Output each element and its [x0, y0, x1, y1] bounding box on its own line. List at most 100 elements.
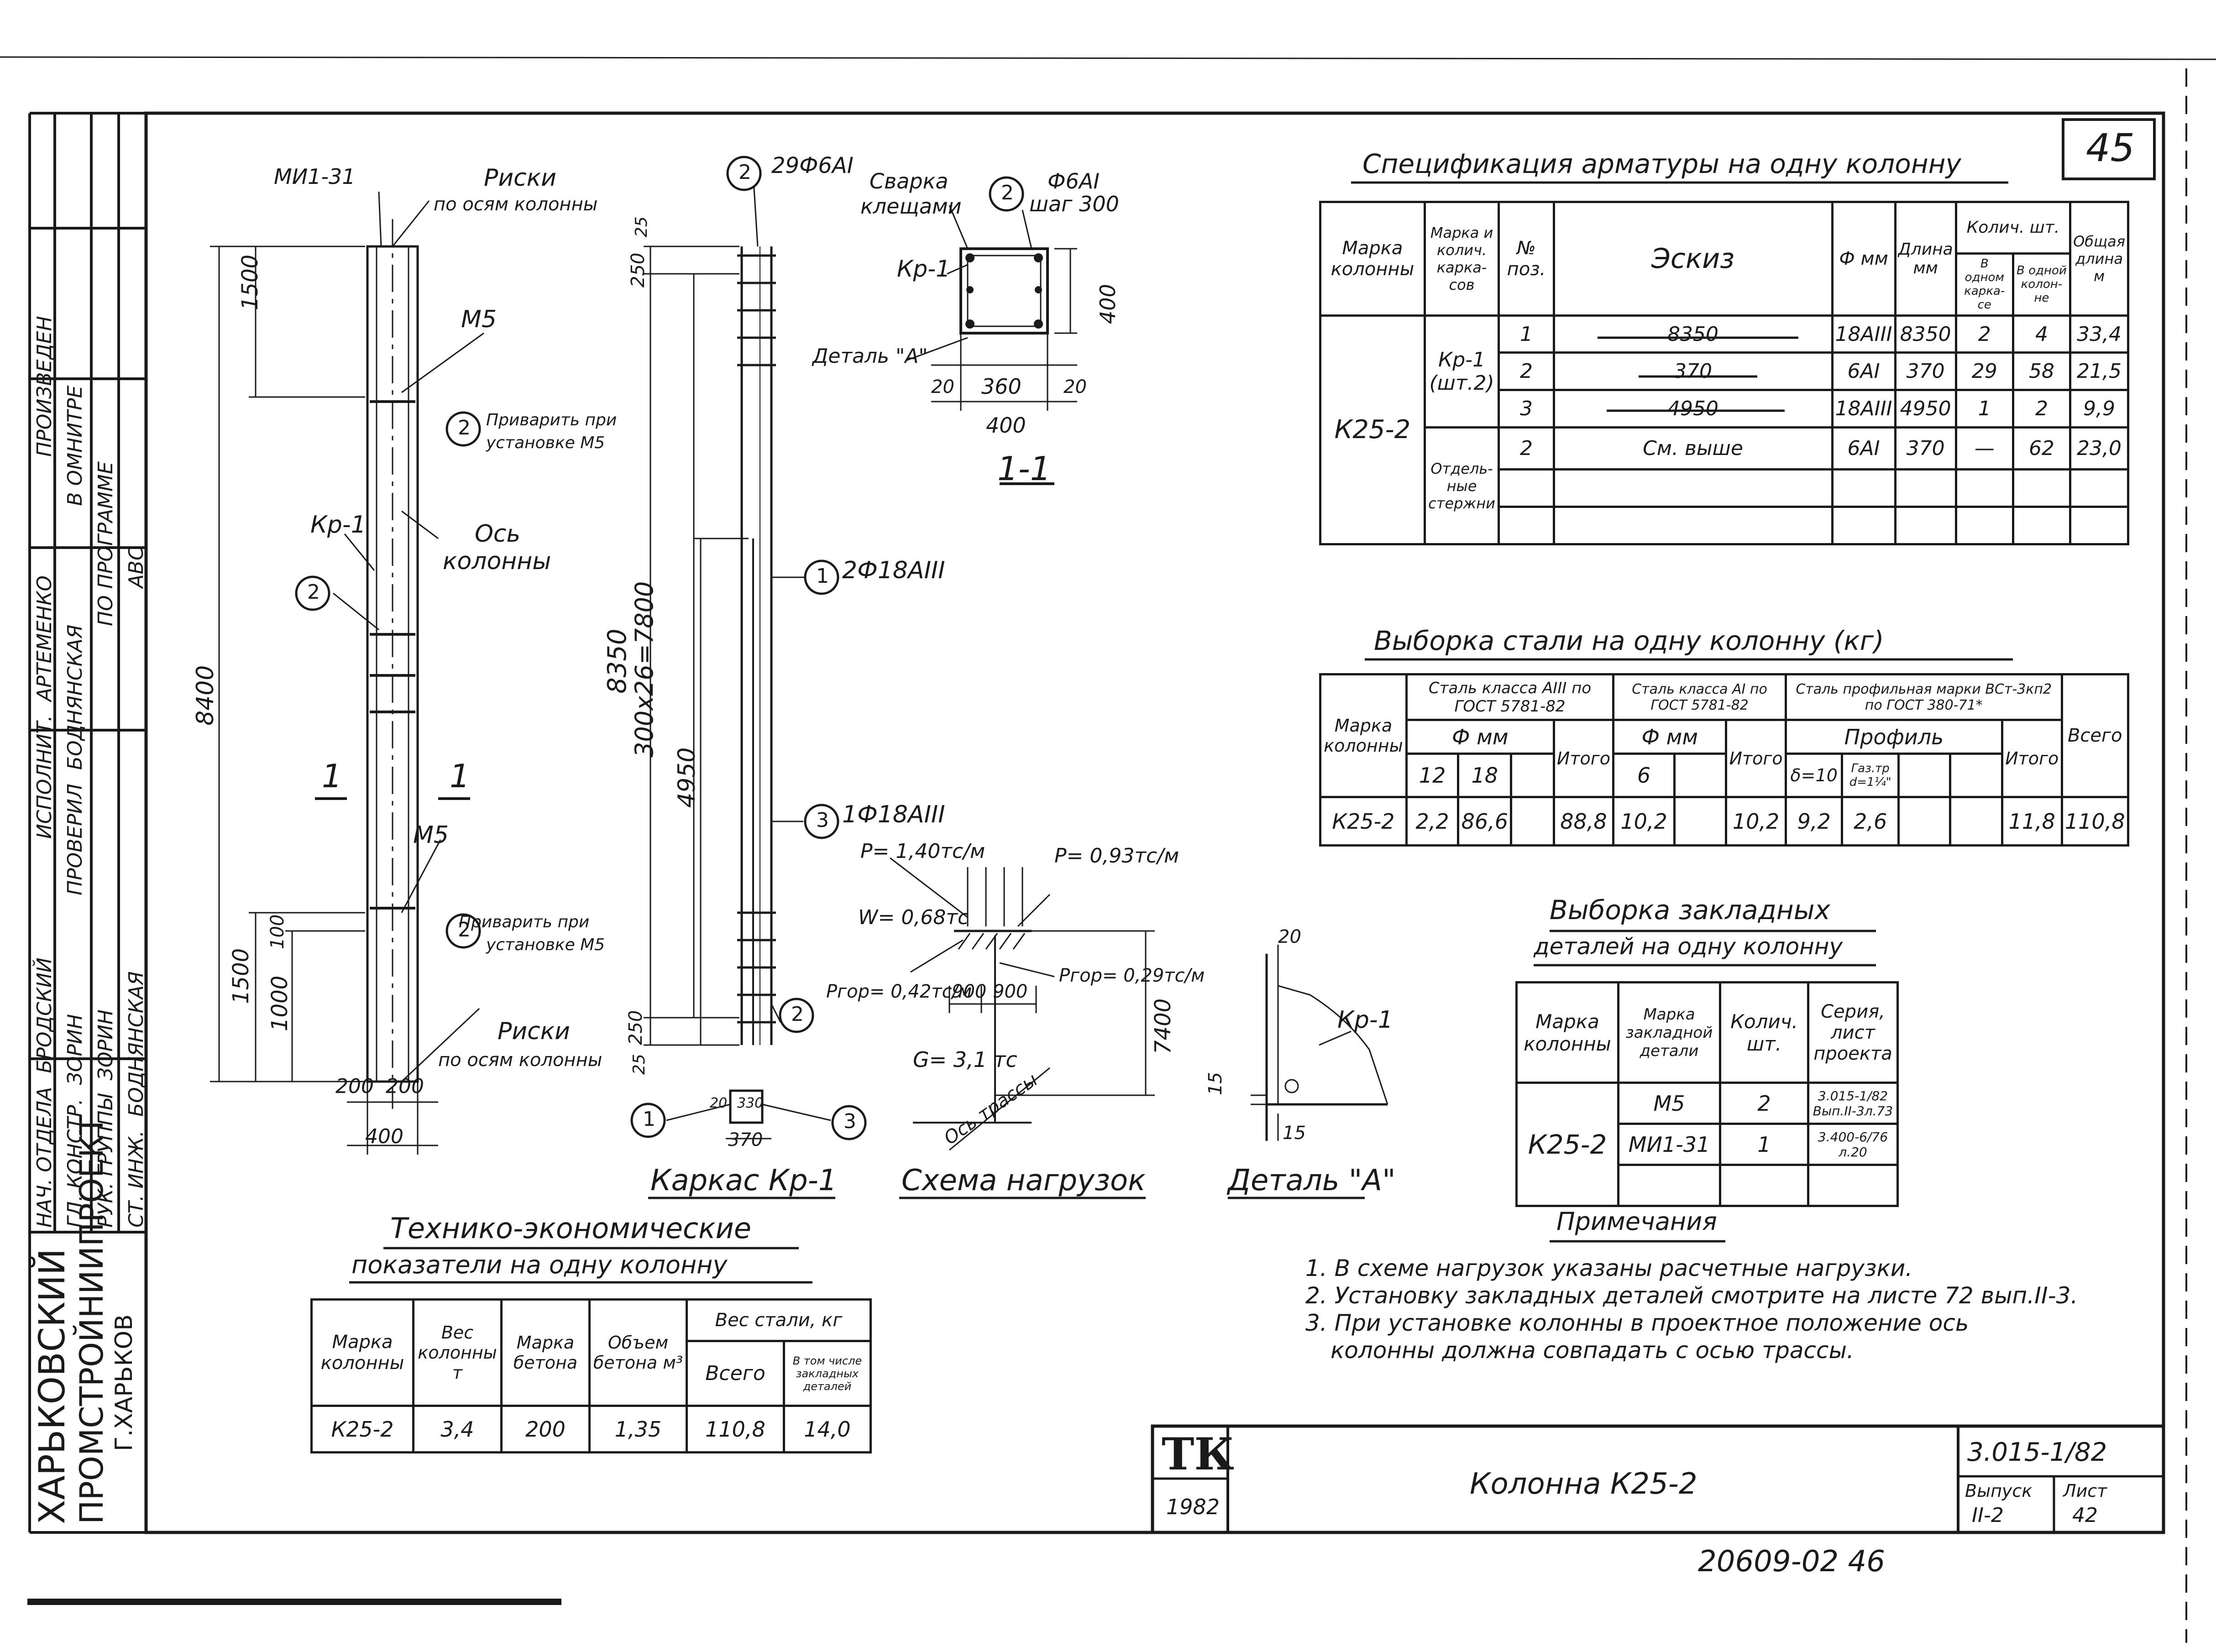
spec-r2-d: 6АI [1831, 351, 1896, 392]
cage-dim-250-top: 250 [628, 252, 649, 288]
sec-title: 1-1 [997, 450, 1051, 488]
spec-h-diameter: Ф мм [1831, 201, 1896, 317]
cage-dim-25-top: 25 [632, 216, 651, 237]
weld-bottom-2: установке М5 [486, 936, 605, 954]
note-1: 1. В схеме нагрузок указаны расчетные на… [1305, 1255, 1913, 1281]
spec-h-per-frame: В одном карка-се [1954, 252, 2014, 317]
drawing-title: Колонна К25-2 [1470, 1467, 1697, 1501]
role-senior-eng: СТ. ИНЖ. [125, 1130, 148, 1228]
steel-h-prof: Сталь профильная марки ВСт-3кп2 по ГОСТ … [1784, 673, 2063, 721]
role-chief-designer: ГЛ. КОНСТР. [63, 1098, 87, 1228]
tech-h-weight: Вес колонны т [412, 1298, 503, 1407]
spec-r1-d: 18АIII [1831, 314, 1896, 354]
cage-callout-top: 29Ф6АI [771, 153, 854, 178]
load-p2: P= 0,93тс/м [1054, 844, 1179, 868]
spec-r3-sketch: 4950 [1552, 389, 1834, 429]
load-dim-900-r: 900 [993, 981, 1028, 1002]
spec-r1-n2: 4 [2012, 314, 2072, 354]
steel-h-all: Всего [2060, 673, 2130, 799]
stamp-4: АВС [125, 546, 148, 588]
name-group-lead: ЗОРИН [94, 1009, 117, 1081]
spec-r2-n1: 29 [1954, 351, 2014, 392]
tech-r-mark: К25-2 [310, 1405, 414, 1453]
role-group-lead: РУК. ГРУППЫ [94, 1094, 117, 1228]
spec-r3-n1: 1 [1954, 389, 2014, 429]
spec-r4-pos: 2 [1498, 426, 1555, 471]
doc-code: 3.015-1/82 [1967, 1438, 2107, 1467]
cage-callout-low: 1Ф18АIII [842, 801, 945, 828]
spec-table-title: Спецификация арматуры на одну колонну [1362, 148, 1961, 179]
load-ptop-left: Pгор= 0,42тс/м [826, 981, 972, 1002]
cage-sec-bubble-1: 1 [643, 1108, 655, 1131]
steel-table: Марка колонны Сталь класса АIII по ГОСТ … [1319, 673, 2130, 847]
name-head-dept: БРОДСКИЙ [33, 957, 56, 1073]
column-bubble-2-bottom: 2 [458, 918, 471, 941]
load-g: G= 3,1 тс [913, 1047, 1017, 1072]
steel-h-12: 12 [1405, 753, 1460, 799]
spec-r1-total: 33,4 [2069, 314, 2129, 354]
steel-h-pipe: Газ.тр d=1¼" [1841, 753, 1900, 799]
spec-h-length: Длина мм [1894, 201, 1957, 317]
logo: ТК [1162, 1428, 1234, 1480]
risks-top-label: Риски [484, 164, 556, 192]
steel-r-total-1: 88,8 [1552, 796, 1615, 847]
note-3: 3. При установке колонны в проектное пол… [1305, 1310, 1969, 1336]
name-checked: БОДНЯНСКАЯ [63, 624, 87, 770]
cage-title: Каркас Кр-1 [650, 1164, 837, 1197]
spec-r1-n1: 2 [1954, 314, 2014, 354]
steel-r-18: 86,6 [1457, 796, 1513, 847]
emb-r1-qty: 2 [1719, 1082, 1809, 1125]
spec-r3-len: 4950 [1894, 389, 1957, 429]
sec-dim-400-h: 400 [986, 413, 1026, 438]
tech-r-embedded: 14,0 [783, 1405, 872, 1453]
sec-dim-400-v: 400 [1095, 284, 1120, 324]
load-ptop-right: Pгор= 0,29тс/м [1059, 965, 1205, 986]
cage-callout-mid: 2Ф18АIII [842, 557, 945, 584]
cage-sec-dim-20: 20 [710, 1095, 728, 1111]
spec-r2-sketch: 370 [1552, 351, 1834, 392]
steel-h-total-2: Итого [1725, 719, 1787, 799]
load-title: Схема нагрузок [901, 1164, 1146, 1197]
sec-bar-step: шаг 300 [1029, 192, 1119, 216]
risks-bottom-axes: по осям колонны [438, 1050, 602, 1071]
cage-bubble-3: 3 [816, 809, 829, 832]
steel-r-total-3: 11,8 [2001, 796, 2063, 847]
weld-bottom-1: Приварить при [459, 913, 590, 931]
spec-r2-n2: 58 [2012, 351, 2072, 392]
spec-r3-pos: 3 [1498, 389, 1555, 429]
steel-r-all: 110,8 [2060, 796, 2130, 847]
emb-r2-mark: МИ1-31 [1617, 1123, 1721, 1166]
spec-r3-total: 9,9 [2069, 389, 2129, 429]
weld-top-1: Приварить при [486, 411, 617, 429]
spec-r2-pos: 2 [1498, 351, 1555, 392]
tech-title-2: показатели на одну колонну [351, 1250, 728, 1279]
tech-h-mark: Марка колонны [310, 1298, 414, 1407]
dim-400: 400 [365, 1125, 403, 1148]
steel-h-total-3: Итого [2001, 719, 2063, 799]
stamp-1: ПРОИЗВЕДЕН [33, 316, 56, 457]
load-dim-900-l: 900 [952, 981, 987, 1002]
steel-h-profile: Профиль [1784, 719, 2003, 755]
cage-bubble-2-bottom: 2 [791, 1003, 804, 1026]
spec-r4-n1: — [1954, 426, 2014, 471]
dim-1500-bottom: 1500 [228, 948, 254, 1004]
emb-r2-series: 3.400-6/76 л.20 [1807, 1123, 1899, 1166]
sec-detail: Деталь "А" [812, 345, 928, 368]
spec-h-per-column: В одной колон-не [2012, 252, 2072, 317]
spec-r1-len: 8350 [1894, 314, 1957, 354]
tech-table: Марка колонны Вес колонны т Марка бетона… [310, 1298, 872, 1453]
tech-r-concrete: 200 [500, 1405, 591, 1453]
dim-1500-top: 1500 [237, 254, 263, 310]
tech-h-all: Всего [686, 1340, 785, 1407]
m5-top-label: М5 [461, 306, 497, 333]
tech-h-embedded: В том числе закладных деталей [783, 1340, 872, 1407]
tech-r-volume: 1,35 [588, 1405, 688, 1453]
cage-dim-4950: 4950 [673, 747, 701, 808]
cage-bubble-2-top: 2 [739, 161, 751, 184]
embedded-title-2: деталей на одну колонну [1534, 933, 1843, 960]
note-2: 2. Установку закладных деталей смотрите … [1305, 1282, 2078, 1309]
load-w: W= 0,68тс [858, 906, 969, 929]
spec-h-sketch: Эскиз [1552, 201, 1834, 317]
detail-title: Деталь "А" [1228, 1164, 1396, 1197]
stamp-3: ПО ПРОГРАММЕ [94, 461, 117, 627]
